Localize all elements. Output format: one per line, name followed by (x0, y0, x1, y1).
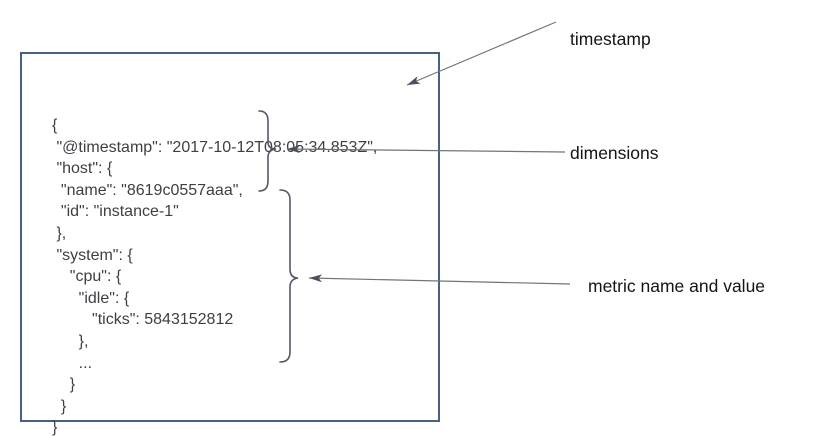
annotation-label-dimensions: dimensions (570, 143, 659, 163)
metric-document-json: { "@timestamp": "2017-10-12T08:05:34.853… (52, 117, 378, 437)
annotation-label-timestamp: timestamp (570, 29, 651, 49)
annotation-label-metric-name-and-value: metric name and value (588, 276, 766, 296)
metric-document-box: { "@timestamp": "2017-10-12T08:05:34.853… (20, 52, 440, 436)
